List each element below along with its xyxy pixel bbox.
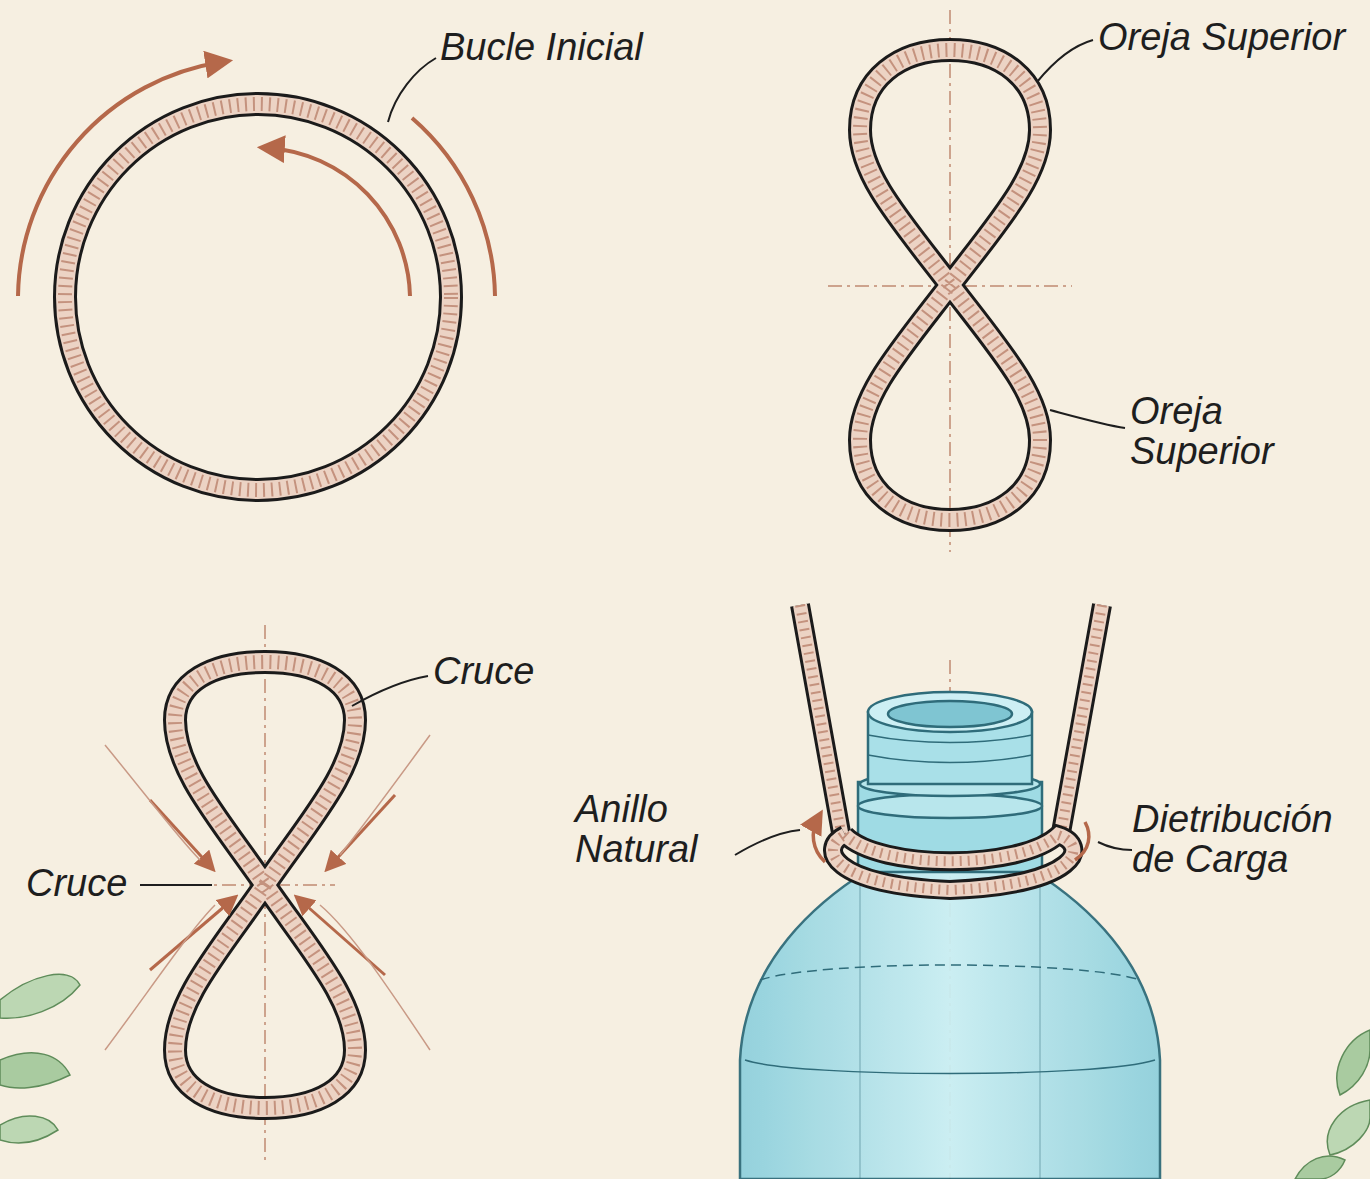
bottle [740,692,1160,1179]
callout-label: Anillo Natural [575,790,698,870]
direction-arrow [18,62,495,296]
leaf-decoration [0,974,1370,1179]
callout-label: Dietribución de Carga [1132,800,1364,880]
load-arrow [813,818,1089,862]
leader-line [140,40,1132,885]
rope-sling [800,605,1102,890]
callout-label: Cruce [433,652,534,692]
callout-label: Cruce [26,864,127,904]
callout-label: Oreja Superior [1098,18,1345,58]
callout-label: Oreja Superior [1130,392,1274,472]
callout-label: Bucle Inicial [440,28,643,68]
guide-curve [105,735,430,1050]
rope-loop [65,104,451,490]
rope-figure-eight [860,50,1040,520]
